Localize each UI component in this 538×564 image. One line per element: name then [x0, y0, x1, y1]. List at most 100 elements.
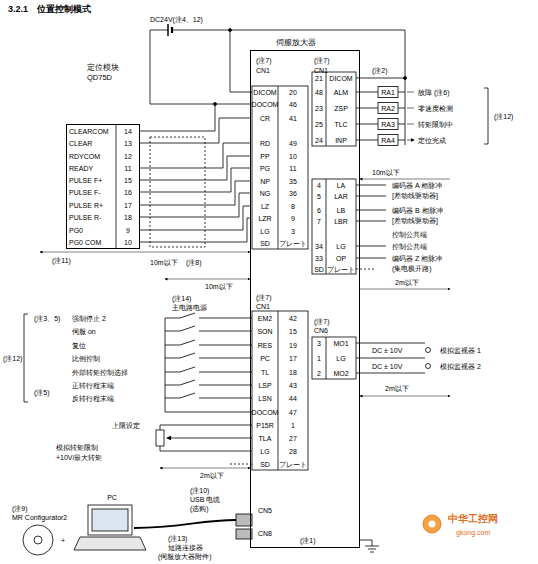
- connector-blocks: [252, 86, 308, 249]
- signal-label: LSP: [258, 381, 271, 390]
- dimension-lines: [165, 279, 250, 280]
- signal-label: PULSE R-: [69, 213, 101, 222]
- relay-outputs: [356, 92, 405, 140]
- section-title: 3.2.1 位置控制模式: [8, 5, 91, 14]
- signal-label: LG: [336, 354, 345, 363]
- node-heading: QD75D: [87, 73, 112, 82]
- signal-label: 正转行程末端: [72, 381, 114, 390]
- module-divider: [116, 124, 117, 249]
- signal-label: (注7): [256, 56, 272, 65]
- signal-label: 16: [124, 188, 132, 197]
- signal-label: 编码器 A 相脉冲: [392, 181, 442, 190]
- pc-and-cables: [88, 505, 132, 535]
- signal-label: 15: [289, 327, 297, 336]
- input-switches: [165, 393, 252, 398]
- connector-blocks: [312, 179, 356, 274]
- signal-label: INP: [335, 136, 347, 145]
- dimension-lines: [160, 468, 250, 469]
- connector-blocks: [326, 179, 327, 274]
- signal-label: CN1: [256, 66, 270, 75]
- signal-label: 48: [315, 88, 323, 97]
- signal-label: 10m以下: [372, 168, 400, 177]
- signal-label: LA: [337, 181, 346, 190]
- signal-label: LBR: [334, 217, 348, 226]
- pc-and-cables: [23, 505, 252, 555]
- signal-label: 11: [289, 164, 296, 173]
- signal-label: 3: [291, 227, 295, 236]
- signal-label: 模拟监视器 1: [440, 346, 481, 355]
- signal-label: 35: [289, 177, 297, 186]
- signal-label: (注7): [314, 56, 330, 65]
- signal-label: 46: [289, 100, 297, 109]
- signal-label: RDYCOM: [69, 152, 100, 161]
- dc24v-supply: [229, 29, 232, 32]
- signal-label: (注9): [12, 504, 28, 513]
- dimension-lines: [40, 252, 450, 468]
- signal-label: 10: [289, 152, 297, 161]
- signal-label: 5: [317, 192, 321, 201]
- dc24v-supply: [356, 78, 405, 79]
- signal-label: 7: [317, 217, 321, 226]
- signal-label: LG: [260, 227, 269, 236]
- signal-label: LB: [337, 206, 346, 215]
- signal-label: 编码器 B 相脉冲: [392, 206, 443, 215]
- signal-label: 强制停止 2: [72, 314, 106, 323]
- signal-label: 复位: [72, 341, 86, 350]
- signal-label: 外部转矩控制选择: [72, 368, 128, 377]
- signal-label: PULSE F-: [69, 188, 101, 197]
- signal-label: NP: [260, 177, 270, 186]
- signal-label: 比例控制: [72, 354, 100, 363]
- encoder-wires: [356, 269, 376, 270]
- signal-label: RA4: [381, 136, 395, 145]
- encoder-wires: [360, 179, 450, 289]
- signal-label: 上限设定: [112, 421, 140, 430]
- encoder-wires: [356, 185, 386, 258]
- signal-label: CN1: [256, 302, 270, 311]
- signal-label: PP: [260, 152, 269, 161]
- signal-label: PG: [260, 164, 270, 173]
- signal-label: 20: [289, 88, 297, 97]
- signal-label: (选购): [190, 504, 209, 513]
- signal-label: (注2): [372, 66, 388, 75]
- pc-and-cables: [134, 520, 236, 528]
- signal-label: (注12): [3, 354, 22, 363]
- signal-label: 18: [124, 213, 132, 222]
- signal-label: MO1: [333, 339, 348, 348]
- watermark-logo: [429, 521, 436, 528]
- potentiometer: [156, 425, 252, 464]
- signal-wire: [140, 168, 250, 192]
- relay-outputs: [378, 135, 398, 146]
- signal-label: SON: [257, 327, 272, 336]
- signal-label: LG: [336, 242, 345, 251]
- signal-label: 24: [315, 136, 323, 145]
- connector-blocks: [312, 72, 356, 146]
- signal-label: [差动线驱动器]: [392, 191, 438, 200]
- signal-label: [差动线驱动器]: [392, 216, 438, 225]
- potentiometer: [160, 425, 252, 451]
- input-switches: [165, 367, 252, 372]
- signal-label: 伺服 on: [72, 327, 96, 336]
- signal-label: CN1: [314, 66, 328, 75]
- signal-wire: [140, 206, 250, 230]
- signal-label: 1: [317, 354, 321, 363]
- signal-label: 故障 (注6): [418, 88, 450, 97]
- input-switches: [165, 340, 252, 345]
- connector-blocks: [326, 337, 327, 379]
- signal-label: PG0 COM: [69, 238, 101, 247]
- node-heading: 定位模块: [87, 63, 119, 72]
- signal-wire: [140, 118, 250, 143]
- signal-label: 19: [289, 341, 297, 350]
- signal-wire: [140, 181, 250, 205]
- signal-label: 2m以下: [200, 471, 224, 480]
- signal-label: +: [61, 536, 65, 545]
- monitor-wires: [426, 364, 431, 369]
- signal-label: (注7): [256, 293, 272, 302]
- signal-label: (注10): [190, 486, 209, 495]
- signal-label: 零速度检测: [418, 104, 453, 113]
- dc24v-supply: [404, 77, 407, 80]
- signal-wire: [140, 218, 250, 242]
- signal-label: +10V/最大转矩: [56, 453, 103, 462]
